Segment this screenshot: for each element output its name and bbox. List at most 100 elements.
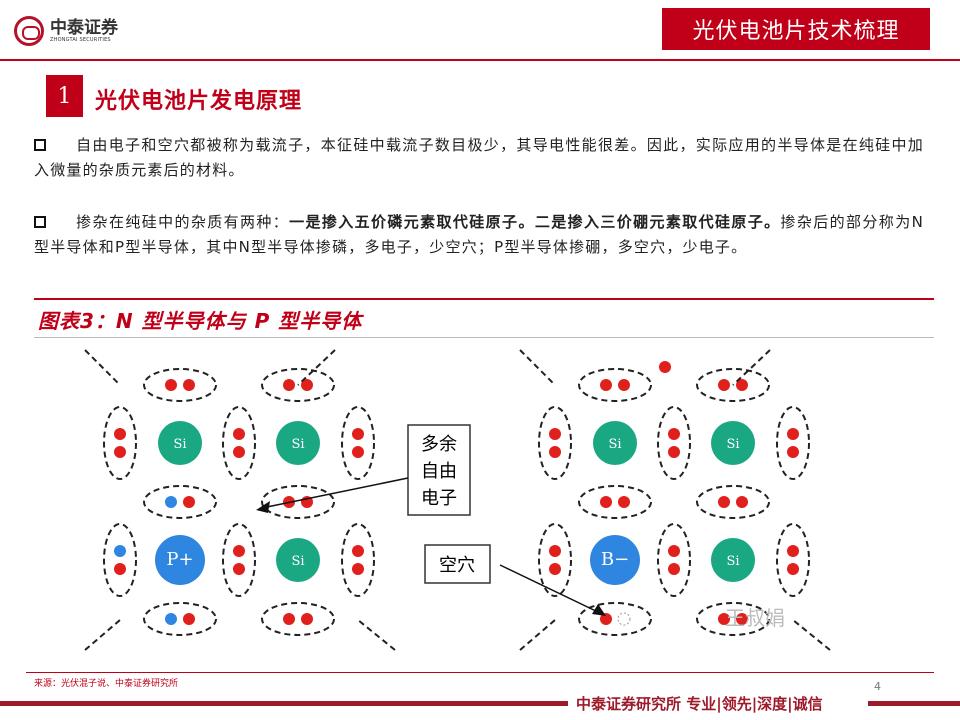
- bond-ellipse: [538, 406, 572, 480]
- hole-marker: [617, 612, 631, 626]
- figure-title: 图表3：N 型半导体与 P 型半导体: [38, 309, 363, 333]
- bullet-icon: [34, 216, 46, 228]
- hole-label: 空穴: [424, 544, 491, 584]
- electron-dot: [668, 563, 680, 575]
- bond-ellipse: [776, 523, 810, 597]
- bond-ellipse: [222, 523, 256, 597]
- svg-text:电子: 电子: [421, 488, 457, 509]
- lattice-line: [519, 349, 556, 386]
- bullet-icon: [34, 139, 46, 151]
- bond-ellipse: [341, 406, 375, 480]
- paragraph-1: 自由电子和空穴都被称为载流子，本征硅中载流子数目极少，其导电性能很差。因此，实际…: [34, 133, 924, 183]
- logo-mark-icon: [14, 16, 44, 46]
- atom-label: Si: [173, 437, 186, 452]
- bond-ellipse: [143, 602, 217, 636]
- electron-dot: [736, 496, 748, 508]
- bond-ellipse: [341, 523, 375, 597]
- atom-dopant: [155, 535, 205, 585]
- watermark: 王叔娟: [725, 606, 785, 630]
- electron-dot: [352, 563, 364, 575]
- bond-ellipse: [538, 523, 572, 597]
- electron-dot: [549, 563, 561, 575]
- free-electron-arrow: [261, 477, 409, 509]
- electron-dot: [736, 379, 748, 391]
- electron-dot: [233, 563, 245, 575]
- atom-label: Si: [291, 437, 304, 452]
- electron-dot: [549, 545, 561, 557]
- atom-label: B−: [601, 549, 629, 570]
- bond-ellipse: [696, 368, 770, 402]
- paragraph-2: 掺杂在纯硅中的杂质有两种：一是掺入五价磷元素取代硅原子。二是掺入三价硼元素取代硅…: [34, 210, 924, 260]
- atom-si: [711, 421, 755, 465]
- electron-dot: [233, 545, 245, 557]
- paragraph-text: 掺杂后的部分称为N型半导体和P型半导体，其中N型半导体掺磷，多电子，少空穴；P型…: [34, 213, 924, 256]
- electron-dot: [787, 446, 799, 458]
- electron-dot: [659, 361, 671, 373]
- electron-dot: [114, 446, 126, 458]
- bond-ellipse: [103, 406, 137, 480]
- source-note: 来源：光伏混子说、中泰证券研究所: [34, 679, 179, 689]
- figure-top-line: [34, 298, 934, 300]
- electron-dot: [114, 563, 126, 575]
- electron-dot: [183, 496, 195, 508]
- electron-dot: [718, 379, 730, 391]
- header-divider: [0, 59, 960, 61]
- electron-dot: [787, 563, 799, 575]
- electron-dot: [183, 379, 195, 391]
- bond-ellipse: [578, 602, 652, 636]
- source-divider: [26, 672, 934, 673]
- bond-ellipse: [578, 368, 652, 402]
- atom-si: [593, 421, 637, 465]
- electron-dot: [736, 613, 748, 625]
- bond-ellipse: [657, 406, 691, 480]
- footer-slogan: 中泰证券研究所 专业|领先|深度|诚信: [576, 695, 823, 713]
- electron-dot: [165, 613, 177, 625]
- section-number: 1: [46, 75, 83, 117]
- bond-ellipse: [696, 485, 770, 519]
- svg-text:多余: 多余: [421, 434, 457, 455]
- figure-title-underline: [34, 337, 934, 338]
- arrowhead-icon: [592, 604, 606, 616]
- slide-title: 光伏电池片技术梳理: [662, 8, 930, 50]
- bond-ellipse: [578, 485, 652, 519]
- arrowhead-icon: [256, 501, 270, 513]
- electron-dot: [668, 545, 680, 557]
- bond-ellipse: [261, 368, 335, 402]
- electron-dot: [352, 545, 364, 557]
- footer-bar: [0, 701, 568, 706]
- electron-dot: [165, 379, 177, 391]
- lattice-line: [732, 349, 771, 386]
- paragraph-text: 掺杂在纯硅中的杂质有两种：: [76, 213, 290, 231]
- lattice-line: [84, 349, 121, 386]
- atom-si: [276, 538, 320, 582]
- electron-dot: [618, 496, 630, 508]
- electron-dot: [233, 446, 245, 458]
- electron-dot: [352, 446, 364, 458]
- bond-ellipse: [143, 485, 217, 519]
- electron-dot: [668, 446, 680, 458]
- lattice-line: [792, 619, 831, 651]
- atom-label: Si: [726, 437, 739, 452]
- electron-dot: [233, 428, 245, 440]
- logo-text: 中泰证券: [50, 17, 118, 38]
- electron-dot: [718, 496, 730, 508]
- bond-ellipse: [696, 602, 770, 636]
- atom-label: Si: [608, 437, 621, 452]
- electron-dot: [352, 428, 364, 440]
- logo-subtext: ZHONGTAI SECURITIES: [50, 36, 111, 43]
- bond-ellipse: [103, 523, 137, 597]
- atom-si: [711, 538, 755, 582]
- bond-ellipse: [261, 485, 335, 519]
- electron-dot: [165, 496, 177, 508]
- electron-dot: [301, 379, 313, 391]
- free-electron-label: 多余 自由 电子: [407, 424, 471, 516]
- electron-dot: [600, 613, 612, 625]
- footer-bar: [868, 701, 960, 706]
- bond-ellipse: [222, 406, 256, 480]
- electron-dot: [114, 428, 126, 440]
- paragraph-bold: 一是掺入五价磷元素取代硅原子。二是掺入三价硼元素取代硅原子。: [289, 213, 781, 231]
- electron-dot: [668, 428, 680, 440]
- bond-ellipse: [143, 368, 217, 402]
- lattice-line: [84, 619, 121, 651]
